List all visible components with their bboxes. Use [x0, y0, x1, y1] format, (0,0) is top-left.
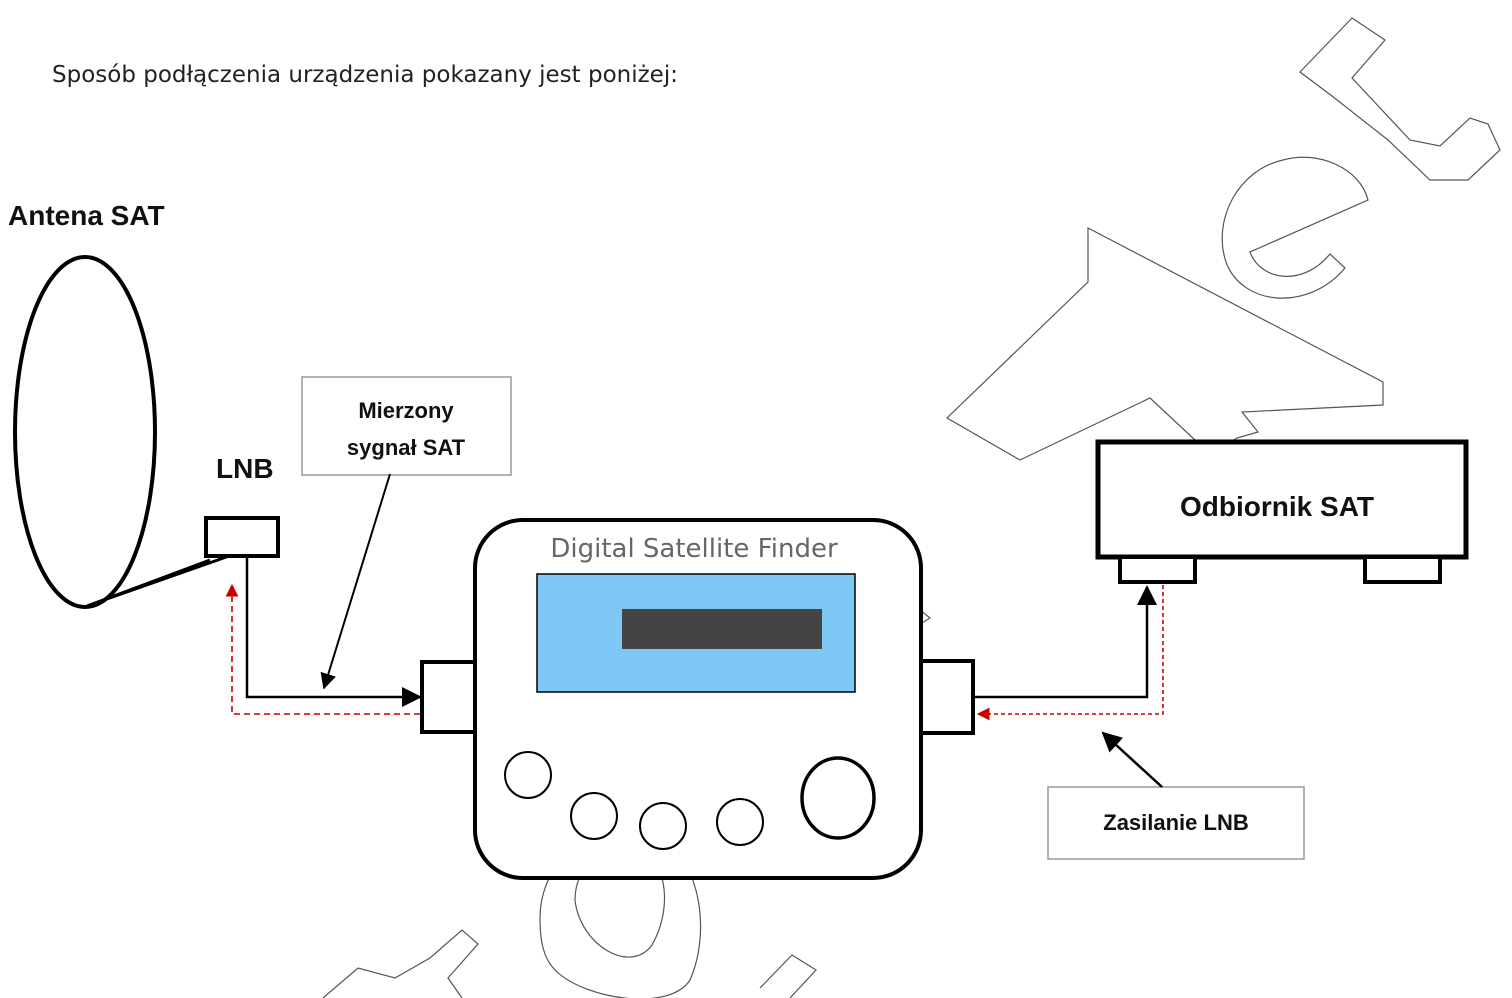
- signal-callout-arrow: [320, 473, 391, 690]
- lnb-box: [204, 516, 280, 558]
- antenna-label: Antena SAT: [8, 200, 165, 231]
- receiver-foot-left: [1118, 555, 1197, 584]
- finder-button-4: [716, 798, 764, 846]
- receiver-foot-right: [1363, 555, 1442, 584]
- finder-button-2: [570, 792, 618, 840]
- signal-label-line2: sygnał SAT: [347, 435, 466, 460]
- antenna-arm: [86, 553, 233, 608]
- finder-port-left: [420, 660, 477, 734]
- power-label: Zasilanie LNB: [1103, 810, 1248, 835]
- signal-label-line1: Mierzony: [358, 398, 454, 423]
- signal-callout-box: [301, 376, 512, 476]
- device-title: Digital Satellite Finder: [550, 534, 838, 564]
- finder-button-3: [639, 802, 687, 850]
- receiver-path: [973, 585, 1157, 699]
- lnb-label: LNB: [216, 453, 274, 484]
- receiver-label: Odbiornik SAT: [1180, 491, 1374, 522]
- antenna-dish: [13, 255, 157, 609]
- finder-knob: [800, 756, 876, 840]
- power-callout-box: [1047, 786, 1305, 860]
- power-callout-arrow: [1101, 731, 1163, 788]
- finder-button-1: [504, 751, 552, 799]
- receiver-box: [1095, 439, 1469, 560]
- intro-text: Sposób podłączenia urządzenia pokazany j…: [52, 62, 678, 88]
- power-path-receiver: [976, 585, 1164, 721]
- signal-path: [245, 556, 422, 707]
- finder-display: [622, 609, 822, 649]
- finder-port-right: [919, 659, 975, 735]
- power-path-lnb: [225, 583, 420, 715]
